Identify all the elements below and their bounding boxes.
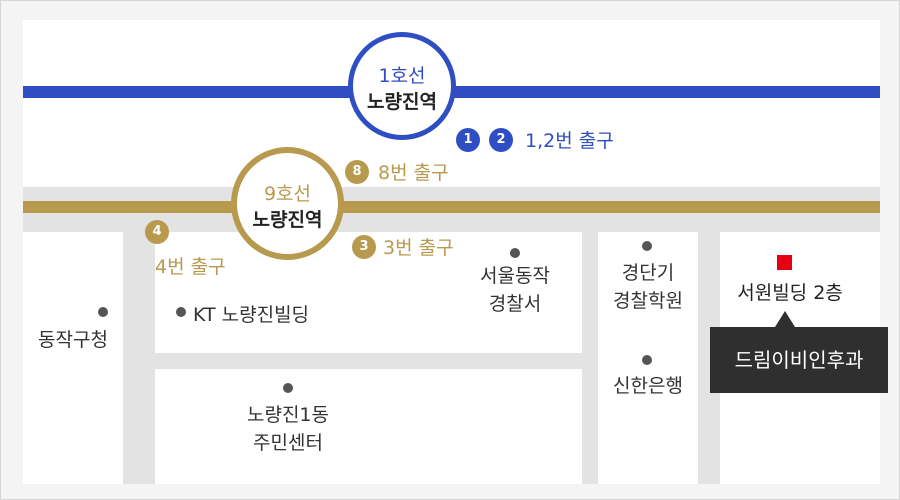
road-vertical-right bbox=[698, 232, 720, 484]
place-academy-line2: 경찰학원 bbox=[613, 290, 683, 312]
place-shinhan-bank: 신한은행 bbox=[613, 375, 683, 397]
station-line-label: 1호선 bbox=[378, 65, 426, 87]
place-academy-line1: 경단기 bbox=[621, 262, 675, 284]
station-line9-noryangjin: 9호선 노량진역 bbox=[231, 147, 344, 260]
map-dot-icon bbox=[176, 307, 186, 317]
exit-1-badge: 1 bbox=[456, 128, 480, 152]
map-dot-icon bbox=[642, 241, 652, 251]
place-dongjak-office: 동작구청 bbox=[38, 329, 108, 351]
callout-pointer bbox=[775, 311, 795, 327]
exit-1-2-label: 1,2번 출구 bbox=[525, 130, 614, 152]
station-name: 노량진역 bbox=[252, 209, 323, 231]
place-police-station-line1: 서울동작 bbox=[480, 265, 550, 287]
road-middle bbox=[155, 353, 582, 369]
block-center-bottom bbox=[155, 369, 582, 484]
station-line-label: 9호선 bbox=[263, 183, 312, 205]
exit-3-badge: 3 bbox=[352, 235, 376, 259]
road-vertical-left bbox=[123, 232, 155, 484]
location-marker-icon bbox=[777, 255, 792, 270]
map-dot-icon bbox=[510, 248, 520, 258]
exit-4-label: 4번 출구 bbox=[155, 256, 226, 278]
exit-3-label: 3번 출구 bbox=[383, 237, 454, 259]
station-line1-noryangjin: 1호선 노량진역 bbox=[348, 32, 456, 140]
place-community-center-line1: 노량진1동 bbox=[246, 404, 329, 426]
place-community-center-line2: 주민센터 bbox=[253, 432, 323, 454]
exit-2-badge: 2 bbox=[489, 128, 513, 152]
map-dot-icon bbox=[283, 383, 293, 393]
place-police-station-line2: 경찰서 bbox=[488, 293, 542, 315]
map-dot-icon bbox=[642, 355, 652, 365]
subway-line-9 bbox=[23, 201, 880, 213]
exit-8-label: 8번 출구 bbox=[378, 162, 449, 184]
block-left bbox=[23, 232, 123, 484]
destination-building: 서원빌딩 2층 bbox=[737, 282, 843, 304]
place-kt-building: KT 노량진빌딩 bbox=[193, 304, 310, 326]
exit-4-badge: 4 bbox=[145, 220, 169, 244]
station-name: 노량진역 bbox=[367, 91, 437, 113]
map-dot-icon bbox=[98, 307, 108, 317]
destination-callout: 드림이비인후과 bbox=[710, 327, 888, 393]
exit-8-badge: 8 bbox=[345, 160, 369, 184]
road-vertical-center bbox=[582, 232, 598, 484]
